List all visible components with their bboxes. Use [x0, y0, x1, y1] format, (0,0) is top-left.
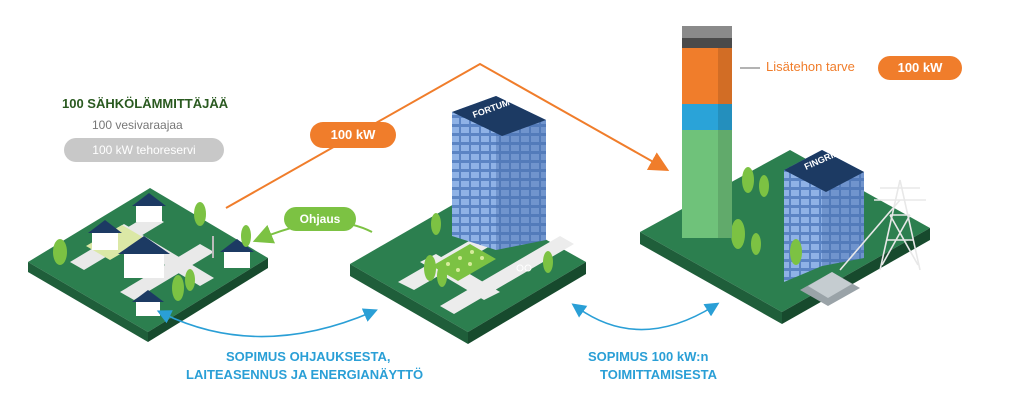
agreement-right-line1: SOPIMUS 100 kW:n [588, 349, 709, 364]
agreement-left-line1: SOPIMUS OHJAUKSESTA, [226, 349, 391, 364]
power-flow-arrow [225, 62, 670, 209]
houses-tile [28, 188, 268, 342]
control-label: Ohjaus [284, 207, 356, 231]
power-tower [839, 179, 926, 271]
reserve-pill: 100 kW tehoreservi [64, 138, 224, 162]
fortum-tile [350, 96, 586, 344]
extra-power-value: 100 kW [878, 56, 962, 80]
agreement-arrow-left [156, 308, 378, 338]
agreement-left-line2: LAITEASENNUS JA ENERGIANÄYTTÖ [186, 367, 424, 382]
heater-count-title: 100 SÄHKÖLÄMMITTÄJÄÄ [62, 96, 229, 111]
water-heater-count: 100 vesivaraajaa [92, 118, 183, 132]
house [132, 290, 164, 316]
agreement-right-line2: TOIMITTAMISESTA [600, 367, 717, 382]
fingrid-tile [640, 26, 930, 324]
agreement-arrow-right [571, 302, 720, 331]
extra-power-label: Lisätehon tarve [766, 59, 855, 74]
power-flow-label: 100 kW [310, 122, 396, 148]
battery-tower [682, 26, 732, 238]
house [220, 239, 254, 268]
house [132, 193, 166, 222]
house [88, 220, 122, 250]
house [118, 236, 170, 278]
